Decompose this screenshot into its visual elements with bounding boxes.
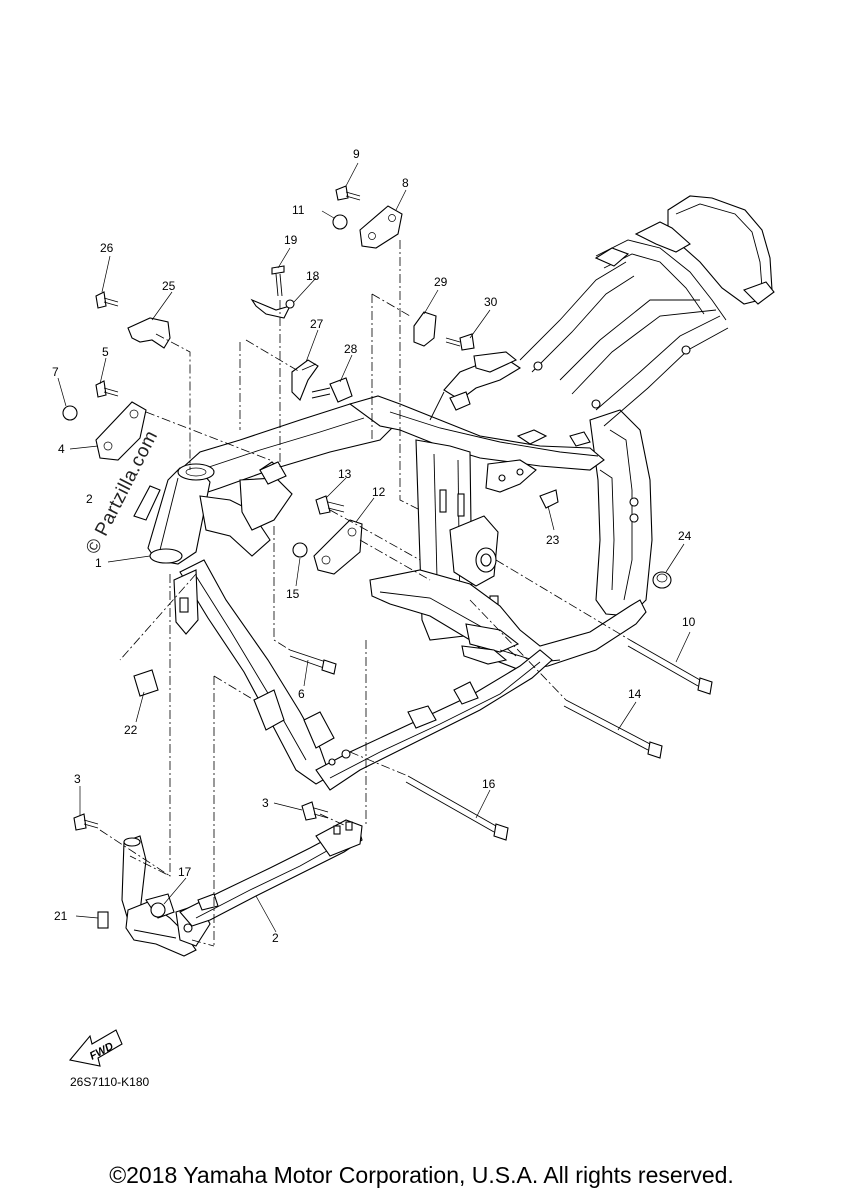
callout-22: 22 [124,723,138,737]
callout-3-lower: 3 [262,796,269,810]
rear-frame [519,195,775,617]
callout-1: 1 [95,556,102,570]
callout-8: 8 [402,176,409,190]
callout-25: 25 [162,279,176,293]
callout-14: 14 [628,687,642,701]
callout-labels: 9 8 11 19 26 18 29 25 30 27 28 5 7 4 2 1… [52,147,696,945]
callout-10: 10 [682,615,696,629]
callout-30: 30 [484,295,498,309]
callout-3-upper: 3 [74,772,81,786]
callout-15: 15 [286,587,300,601]
front-downtube [173,559,553,791]
callout-27: 27 [310,317,324,331]
callout-2-upper: 2 [86,492,93,506]
backbone [179,351,605,497]
callout-16: 16 [482,777,496,791]
callout-23: 23 [546,533,560,547]
diagram-code: 26S7110-K180 [70,1075,150,1089]
callout-7: 7 [52,365,59,379]
fasteners [62,185,713,918]
callout-29: 29 [434,275,448,289]
callout-9: 9 [353,147,360,161]
fwd-arrow-icon: FWD [68,1029,123,1067]
callout-5: 5 [102,345,109,359]
callout-19: 19 [284,233,298,247]
lower-cradle [369,569,647,671]
callout-13: 13 [338,467,352,481]
callout-6: 6 [298,687,305,701]
callout-18: 18 [306,269,320,283]
callout-11: 11 [292,203,305,217]
callout-24: 24 [678,529,692,543]
copyright-notice: ©2018 Yamaha Motor Corporation, U.S.A. A… [109,1162,734,1188]
leader-lines [57,162,691,933]
steering-head [147,461,293,565]
callout-2-lower: 2 [272,931,279,945]
callout-28: 28 [344,342,358,356]
callout-4: 4 [58,442,65,456]
callout-12: 12 [372,485,386,499]
callout-26: 26 [100,241,114,255]
front-bracket-assembly [97,819,363,957]
callout-21: 21 [54,909,68,923]
callout-17: 17 [178,865,192,879]
alignment-lines [99,240,631,947]
